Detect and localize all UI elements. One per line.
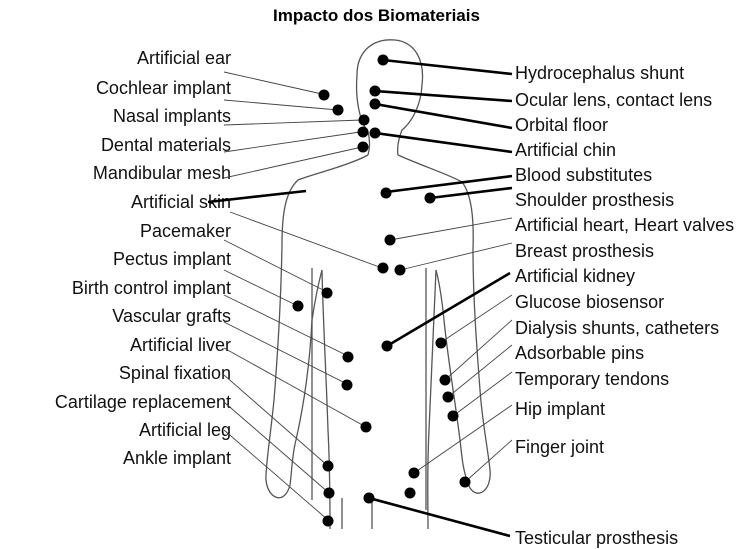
dot-artificial-liver — [342, 380, 353, 391]
dot-hydrocephalus-shunt — [378, 55, 389, 66]
implant-dots — [293, 55, 471, 527]
dot-dialysis-shunts — [440, 375, 451, 386]
dot-shoulder-prosthesis — [425, 193, 436, 204]
dot-ankle-implant — [323, 516, 334, 527]
dot-testicular-prosthesis — [364, 493, 375, 504]
dot-spinal-fixation — [361, 422, 372, 433]
dot-hip-implant-2 — [405, 488, 416, 499]
dot-pectus-implant — [322, 288, 333, 299]
dot-cochlear-implant — [333, 105, 344, 116]
dot-artificial-chin — [370, 128, 381, 139]
dot-vascular-grafts — [343, 352, 354, 363]
dot-pacemaker — [378, 263, 389, 274]
dot-glucose-biosensor — [436, 338, 447, 349]
dot-hip-implant — [409, 468, 420, 479]
dot-artificial-heart — [385, 235, 396, 246]
dot-birth-control-implant — [293, 301, 304, 312]
dot-artificial-leg — [324, 488, 335, 499]
dot-nasal-implants — [359, 115, 370, 126]
dot-orbital-floor — [370, 99, 381, 110]
dot-dental-materials — [358, 127, 369, 138]
dot-finger-joint — [460, 477, 471, 488]
dot-blood-substitutes — [381, 188, 392, 199]
dot-artificial-kidney — [382, 341, 393, 352]
dot-adsorbable-pins — [443, 392, 454, 403]
dot-mandibular-mesh — [358, 142, 369, 153]
dot-artificial-ear — [319, 90, 330, 101]
body-outline — [266, 40, 490, 529]
dot-temporary-tendons — [448, 411, 459, 422]
dot-breast-prosthesis — [395, 265, 406, 276]
dot-cartilage-replacement — [323, 461, 334, 472]
dot-ocular-lens — [370, 86, 381, 97]
